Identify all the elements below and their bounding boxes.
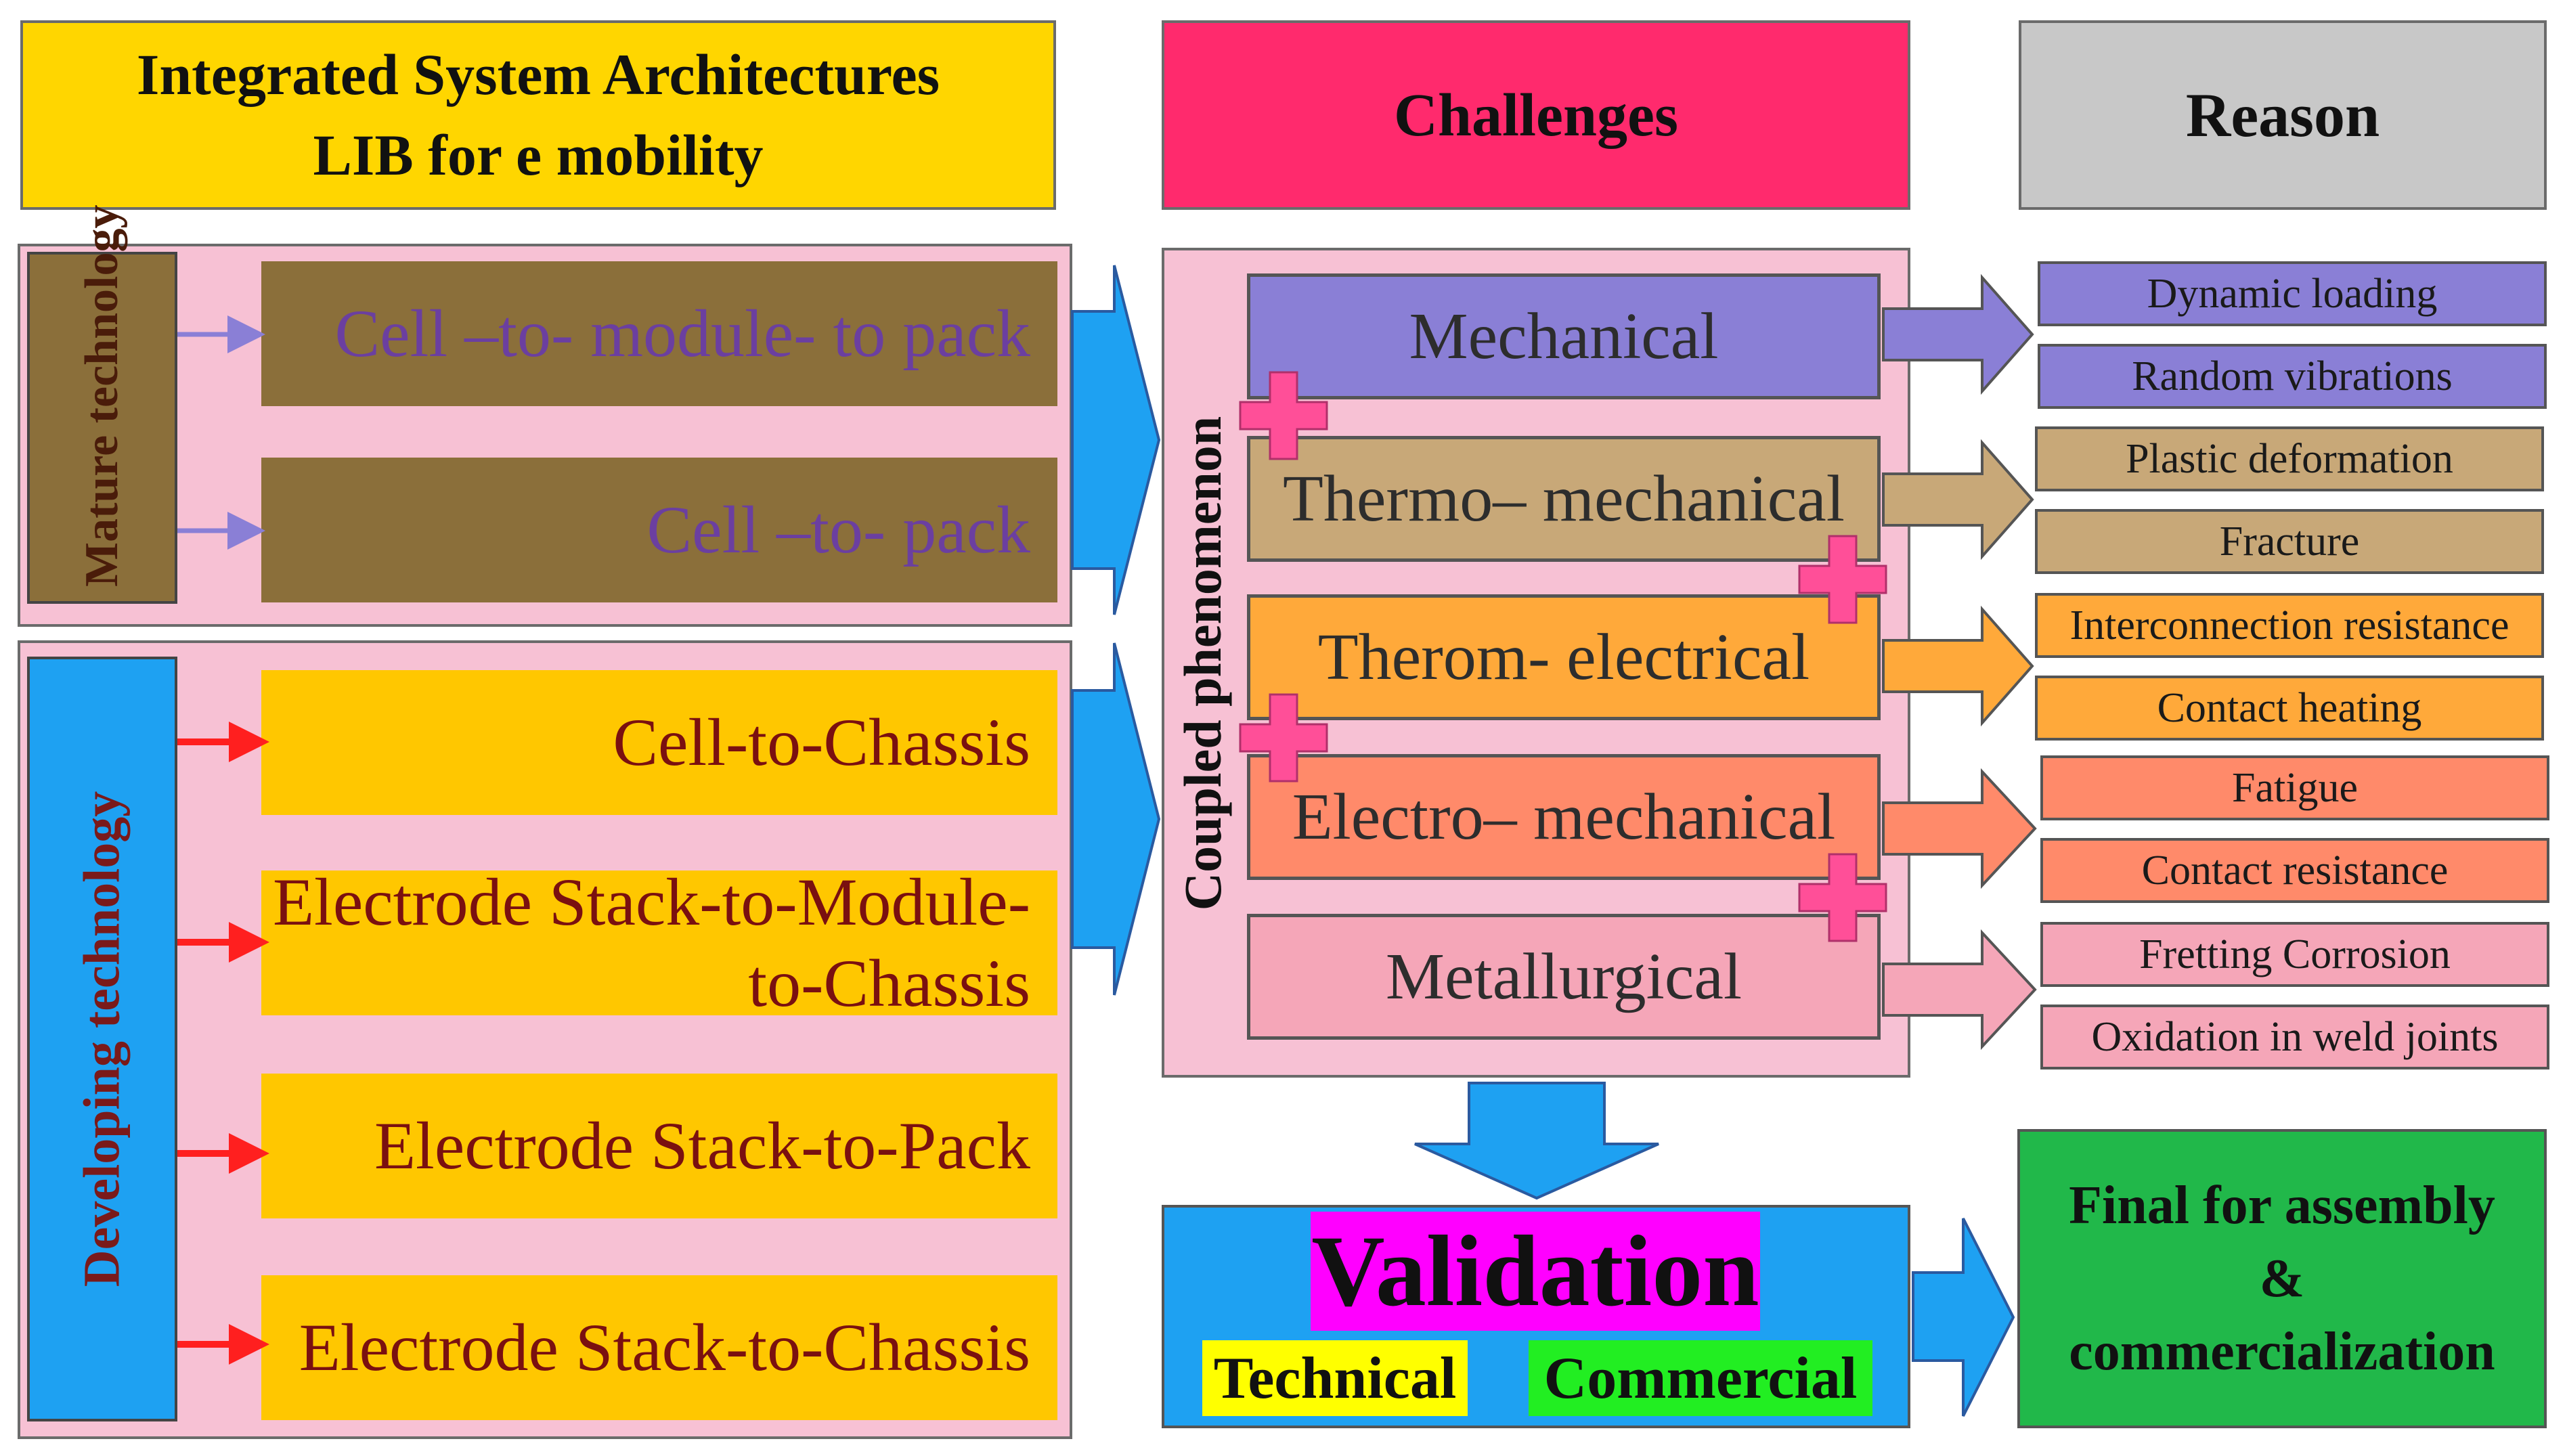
plus-sign-2 <box>1798 535 1887 624</box>
reason-fracture: Fracture <box>2035 509 2544 574</box>
arrow-metallurgical <box>1882 929 2037 1051</box>
challenge-metallurgical: Metallurgical <box>1247 914 1881 1040</box>
plus-sign-1 <box>1239 371 1328 460</box>
reason-random-vibrations: Random vibrations <box>2038 344 2547 409</box>
validation-title: Validation <box>1311 1212 1760 1331</box>
architectures-header: Integrated System Architectures LIB for … <box>20 20 1056 210</box>
plus-sign-4 <box>1798 853 1887 942</box>
final-box: Final for assembly & commercialization <box>2017 1129 2547 1428</box>
reason-contact-resistance: Contact resistance <box>2040 838 2549 903</box>
challenge-mechanical: Mechanical <box>1247 273 1881 399</box>
validation-commercial: Commercial <box>1529 1340 1872 1416</box>
big-arrow-developing <box>1071 642 1161 996</box>
final-line3: commercialization <box>2069 1322 2495 1382</box>
reason-oxidation-in-weld-joints: Oxidation in weld joints <box>2040 1005 2549 1069</box>
mature-technology-label: Mature technology <box>27 205 177 604</box>
reason-fretting-corrosion: Fretting Corrosion <box>2040 922 2549 987</box>
arch-cell-to-chassis: Cell-to-Chassis <box>261 670 1057 815</box>
architectures-header-line1: Integrated System Architectures <box>136 42 940 108</box>
arrow-thermo-electrical <box>1882 605 2034 727</box>
down-arrow-validation <box>1414 1082 1659 1200</box>
reason-dynamic-loading: Dynamic loading <box>2038 261 2547 326</box>
big-arrow-mature <box>1071 265 1161 615</box>
architectures-header-line2: LIB for e mobility <box>313 123 764 187</box>
arrow-validation-to-final <box>1912 1218 2015 1417</box>
arch-item2-line2: to-Chassis <box>748 946 1030 1021</box>
arch-electrode-stack-to-pack: Electrode Stack-to-Pack <box>261 1074 1057 1218</box>
plus-sign-3 <box>1239 693 1328 782</box>
arch-cell-to-pack: Cell –to- pack <box>261 458 1057 602</box>
challenges-header: Challenges <box>1162 20 1910 210</box>
reason-interconnection-resistance: Interconnection resistance <box>2035 593 2544 658</box>
challenge-thermo-electrical: Therom- electrical <box>1247 594 1881 720</box>
final-line1: Final for assembly <box>2069 1176 2495 1235</box>
arrow-electro-mechanical <box>1882 768 2037 889</box>
reason-plastic-deformation: Plastic deformation <box>2035 426 2544 491</box>
arrow-thermo-mechanical <box>1882 439 2034 560</box>
validation-technical: Technical <box>1202 1340 1468 1416</box>
reason-fatigue: Fatigue <box>2040 755 2549 820</box>
arch-cell-to-module-to-pack: Cell –to- module- to pack <box>261 261 1057 406</box>
developing-technology-label: Developing technology <box>27 657 177 1421</box>
challenge-electro-mechanical: Electro– mechanical <box>1247 754 1881 880</box>
arch-electrode-stack-to-module-to-chassis: Electrode Stack-to-Module- to-Chassis <box>261 864 1057 1021</box>
arrow-mechanical <box>1882 273 2034 395</box>
reason-header: Reason <box>2019 20 2547 210</box>
arch-item2-line1: Electrode Stack-to-Module- <box>272 864 1030 940</box>
reason-contact-heating: Contact heating <box>2035 676 2544 741</box>
arch-electrode-stack-to-chassis: Electrode Stack-to-Chassis <box>261 1275 1057 1420</box>
challenge-thermo-mechanical: Thermo– mechanical <box>1247 436 1881 562</box>
final-line2: & <box>2259 1249 2305 1308</box>
